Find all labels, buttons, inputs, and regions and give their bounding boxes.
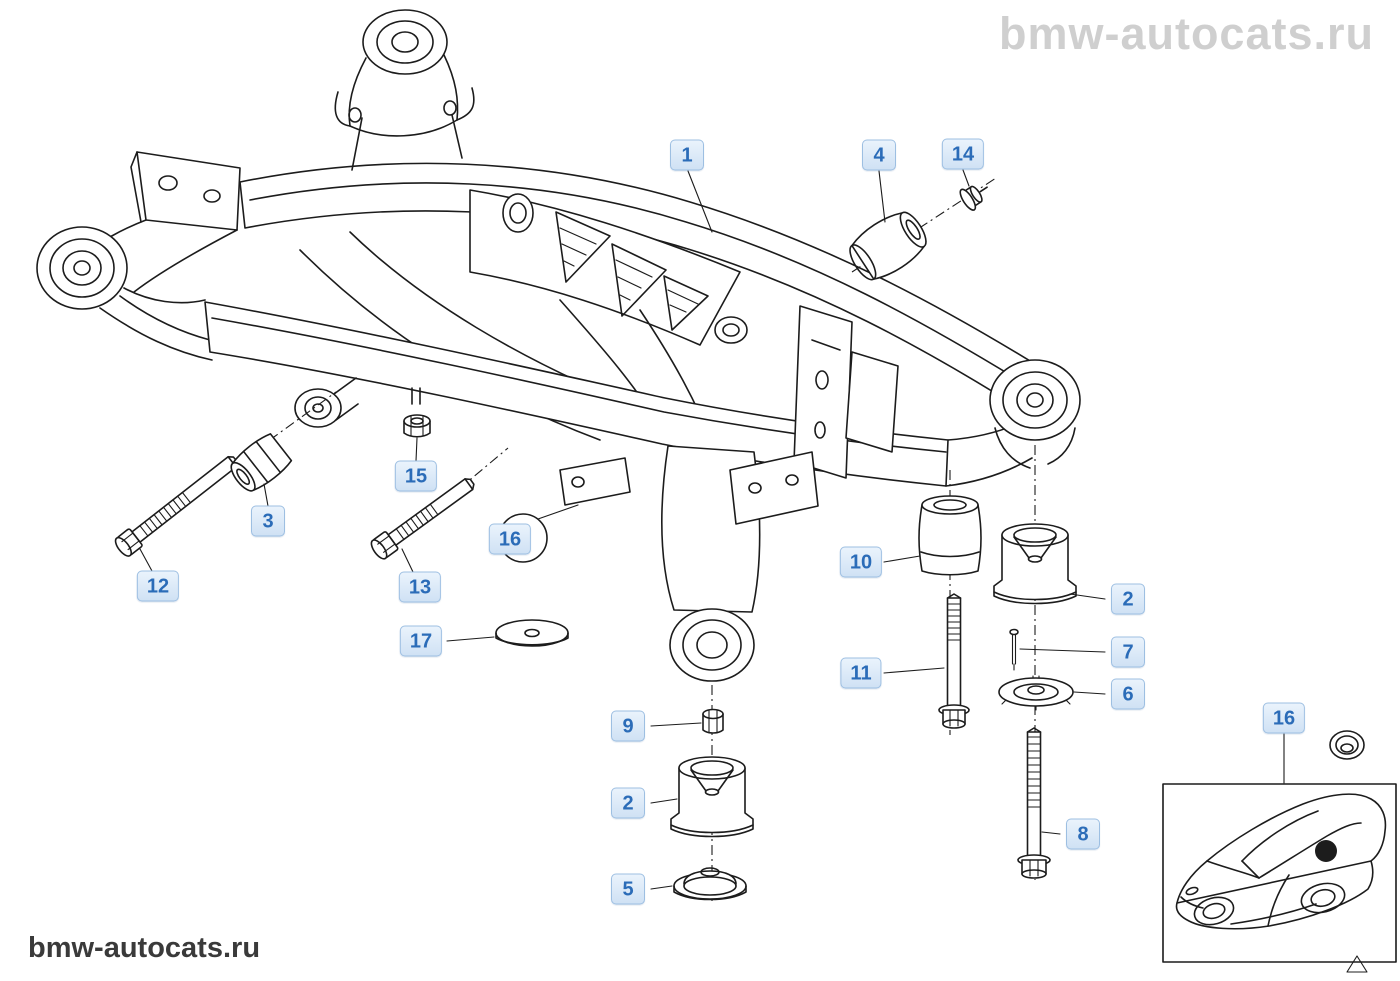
label-3[interactable]: 3 (251, 505, 285, 537)
label-17[interactable]: 17 (399, 625, 443, 657)
part-bolt-12 (114, 455, 238, 557)
part-buffer-5 (673, 867, 747, 901)
label-2-bottom[interactable]: 2 (611, 787, 645, 819)
label-8[interactable]: 8 (1066, 818, 1100, 850)
part-bushing-2-right (993, 523, 1077, 605)
label-4[interactable]: 4 (862, 139, 896, 171)
label-2-right[interactable]: 2 (1111, 583, 1145, 615)
watermark-top-right: bmw-autocats.ru (998, 8, 1374, 59)
part-bolt-8 (1017, 727, 1051, 879)
part-washer-17 (495, 619, 569, 647)
part-bushing-2-bottom (670, 756, 754, 838)
part-nut-9 (702, 708, 724, 734)
leader-lines (139, 169, 1285, 890)
part-bushing-3 (230, 433, 293, 492)
part-grommet-16 (1329, 730, 1365, 760)
label-7[interactable]: 7 (1111, 636, 1145, 668)
label-16-inset[interactable]: 16 (1262, 702, 1306, 734)
label-13[interactable]: 13 (398, 571, 442, 603)
label-1[interactable]: 1 (670, 139, 704, 171)
watermark-bottom-left: bmw-autocats.ru (28, 932, 261, 964)
part-bushing-4 (849, 211, 927, 281)
part-bolt-13 (370, 478, 475, 560)
part-nut-14 (959, 185, 988, 211)
part-bushing-10 (918, 495, 982, 576)
subframe-carrier (36, 9, 1081, 682)
label-15[interactable]: 15 (394, 460, 438, 492)
car-silhouette (1175, 793, 1387, 930)
label-14[interactable]: 14 (941, 138, 985, 170)
car-location-inset (1162, 730, 1397, 963)
nav-triangle (1346, 955, 1368, 973)
label-16-main[interactable]: 16 (488, 523, 532, 555)
label-9[interactable]: 9 (611, 710, 645, 742)
label-5[interactable]: 5 (611, 873, 645, 905)
part-bolt-11 (938, 593, 970, 729)
label-6[interactable]: 6 (1111, 678, 1145, 710)
label-12[interactable]: 12 (136, 570, 180, 602)
part-pin-7 (1009, 628, 1019, 671)
part-location-dot (1315, 840, 1337, 862)
label-11[interactable]: 11 (840, 657, 882, 689)
part-nut-15 (403, 414, 431, 438)
label-10[interactable]: 10 (839, 546, 883, 578)
part-stop-6 (998, 675, 1074, 711)
